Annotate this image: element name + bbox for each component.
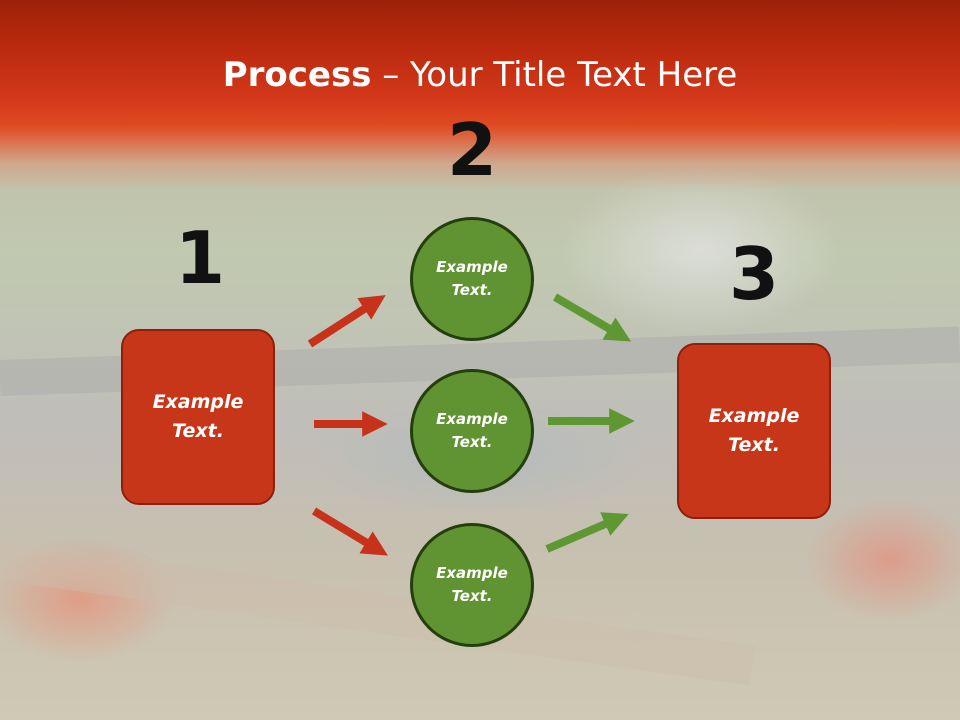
step-2-circle-bottom[interactable]: Example Text. [410,523,534,647]
red-arrow-to-bottom-circle [311,507,388,556]
step-2-circle-middle[interactable]: Example Text. [410,369,534,493]
slide-title: Process – Your Title Text Here [0,52,960,98]
step-3-box-text: Example Text. [708,405,800,456]
step-3-box[interactable]: Example Text. [677,343,831,519]
title-rest-part: – Your Title Text Here [371,55,738,95]
step-number-2: 2 [446,108,498,192]
title-band [0,0,960,190]
green-arrow-from-top-circle [552,293,632,342]
title-bold-part: Process [222,55,372,95]
step-2-circle-top[interactable]: Example Text. [410,217,534,341]
step-number-1: 1 [174,216,226,300]
circle-middle-text: Example Text. [436,410,508,451]
green-arrow-from-bottom-circle [545,512,629,553]
circle-bottom-text: Example Text. [436,564,508,605]
step-1-box-text: Example Text. [152,391,244,442]
circle-top-text: Example Text. [436,258,508,299]
step-1-box[interactable]: Example Text. [121,329,275,505]
step-number-3: 3 [728,232,780,316]
red-arrow-to-top-circle [307,295,386,348]
